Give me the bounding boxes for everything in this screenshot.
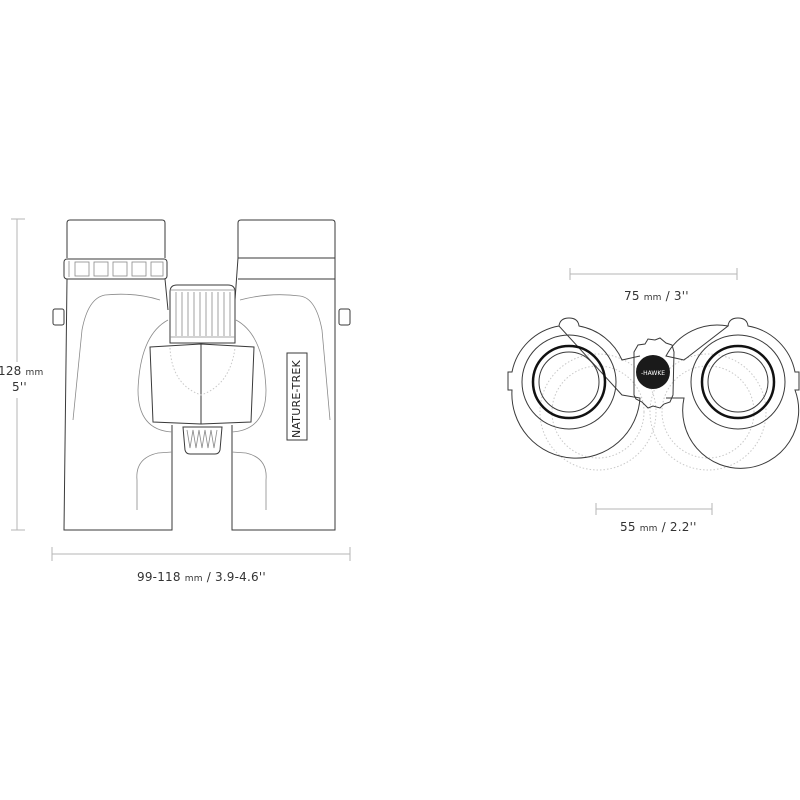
left-eyecup — [66, 219, 166, 258]
left-eyepiece — [507, 317, 641, 459]
width-mm-unit: mm — [184, 574, 203, 584]
ipd-max-inch-value: / 3'' — [665, 289, 689, 303]
right-strap-lug — [338, 308, 351, 326]
binocular-front-view — [52, 219, 351, 531]
height-inch-value: 5'' — [12, 380, 27, 394]
ipd-max-mm-value: 75 — [624, 289, 640, 303]
left-strap-lug — [52, 308, 65, 326]
width-inch-value: / 3.9-4.6'' — [206, 570, 266, 584]
binocular-top-view: -HAWKE — [507, 317, 800, 471]
width-mm-value: 99-118 — [137, 570, 181, 584]
right-barrel — [231, 219, 336, 531]
width-dimension-line — [51, 547, 351, 561]
model-label-plate — [286, 352, 308, 441]
hawke-logo-text: -HAWKE — [641, 370, 665, 377]
ipd-min-mm-unit: mm — [639, 524, 658, 534]
diopter-ring — [63, 258, 168, 280]
height-dimension-line — [11, 218, 25, 531]
left-barrel — [63, 278, 173, 531]
ipd-min-mm-value: 55 — [620, 520, 636, 534]
lower-adjust-knob — [182, 426, 223, 455]
left-armour-contour — [72, 293, 161, 421]
ipd-max-mm-unit: mm — [643, 293, 662, 303]
ipd-min-dimension-line — [595, 503, 713, 515]
ipd-max-label: 75 mm / 3'' — [624, 289, 689, 303]
height-mm-value: 128 — [0, 364, 22, 378]
model-label-text: NATURE-TREK — [290, 360, 303, 438]
hawke-logo-badge — [636, 355, 670, 389]
height-label: 128 mm — [0, 364, 43, 378]
right-armour-contour — [239, 294, 331, 421]
right-eyepiece — [665, 317, 800, 469]
folded-position-outline — [539, 353, 767, 471]
ipd-max-dimension-line — [569, 268, 738, 280]
width-label: 99-118 mm / 3.9-4.6'' — [137, 570, 266, 584]
hinge-bridge — [149, 343, 255, 425]
ipd-min-label: 55 mm / 2.2'' — [620, 520, 697, 534]
ipd-min-inch-value: / 2.2'' — [661, 520, 697, 534]
hinge-focus-gear — [633, 337, 675, 409]
focus-wheel — [169, 284, 236, 344]
height-mm-unit: mm — [25, 368, 44, 378]
